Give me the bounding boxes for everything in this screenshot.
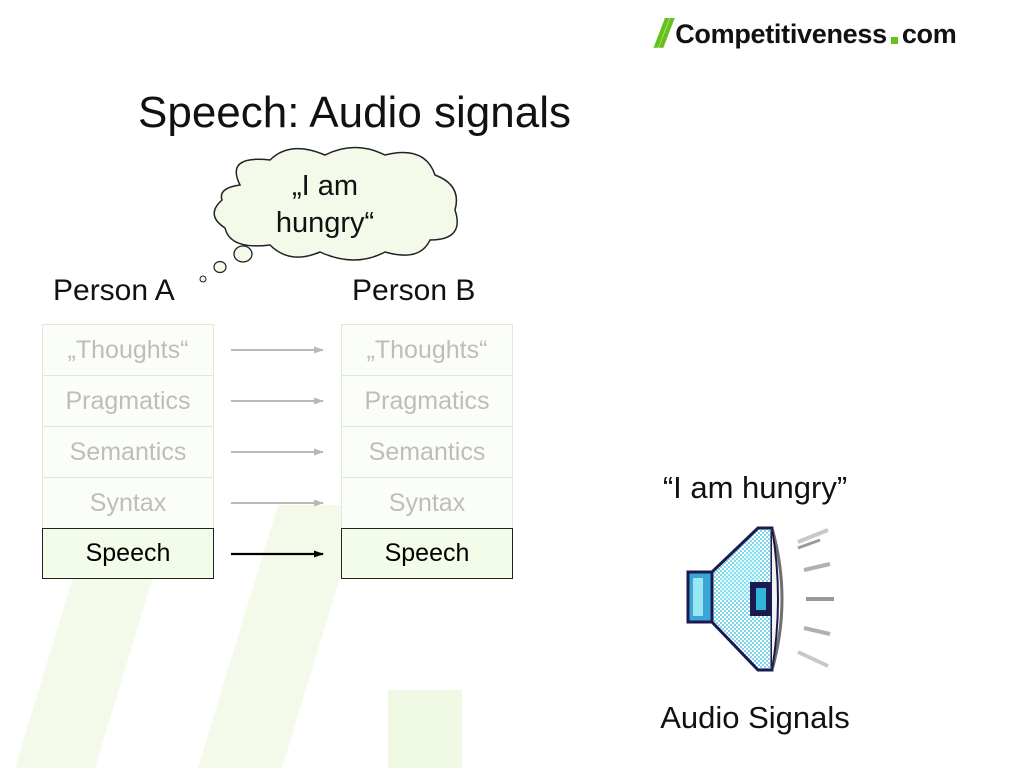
thought-line-2: hungry“	[275, 207, 375, 239]
person-b-layer-pragmatics: Pragmatics	[341, 375, 513, 426]
thought-line-1: „I am	[291, 170, 359, 202]
company-logo: // Competitiveness com	[655, 14, 957, 54]
person-b-layer-syntax: Syntax	[341, 477, 513, 528]
person-a-layer-thoughts: „Thoughts“	[42, 324, 214, 375]
person-b-layer-thoughts: „Thoughts“	[341, 324, 513, 375]
thought-bubble-dot-medium	[213, 260, 227, 274]
person-b-label: Person B	[352, 274, 476, 307]
logo-word: Competitiveness	[675, 18, 887, 49]
person-a-layer-speech: Speech	[42, 528, 214, 579]
logo-suffix: com	[901, 18, 957, 49]
thought-bubble-dot-large	[233, 245, 253, 263]
audio-quote: “I am hungry”	[662, 470, 848, 505]
logo-dot	[890, 36, 898, 44]
person-a-layer-pragmatics: Pragmatics	[42, 375, 214, 426]
slide-title: Speech: Audio signals	[138, 88, 571, 137]
speaker-icon	[686, 526, 834, 672]
person-b-layer-speech: Speech	[341, 528, 513, 579]
thought-text: „I am hungry“	[240, 168, 410, 242]
thought-bubble-dot-small	[199, 275, 207, 283]
person-a-layer-semantics: Semantics	[42, 426, 214, 477]
person-a-layer-syntax: Syntax	[42, 477, 214, 528]
person-a-label: Person A	[53, 274, 175, 307]
person-b-layer-semantics: Semantics	[341, 426, 513, 477]
person-a-stack: „Thoughts“ Pragmatics Semantics Syntax S…	[42, 324, 214, 579]
person-b-stack: „Thoughts“ Pragmatics Semantics Syntax S…	[341, 324, 513, 579]
audio-signals-label: Audio Signals	[660, 700, 850, 735]
